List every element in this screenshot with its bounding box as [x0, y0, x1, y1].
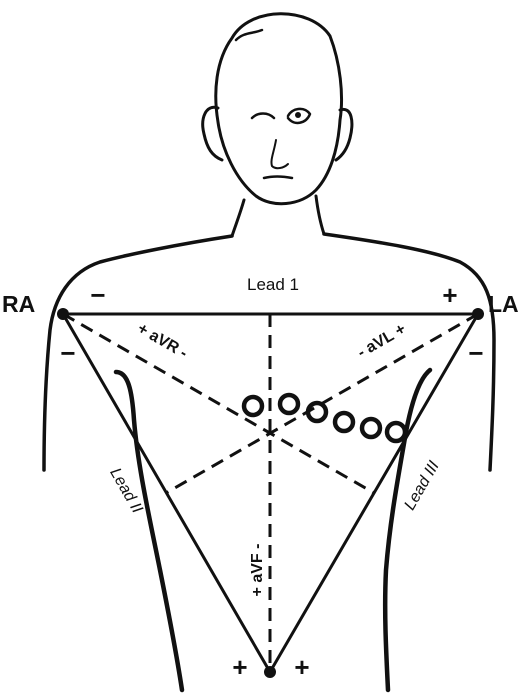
chest-electrode	[308, 403, 326, 421]
ll-electrode-dot	[264, 666, 276, 678]
right-torso	[385, 370, 430, 690]
hair-line	[236, 30, 262, 40]
mouth	[264, 177, 292, 179]
la-lead1-plus: +	[442, 280, 457, 310]
lead-1-label: Lead 1	[247, 275, 299, 294]
neck-right	[316, 196, 324, 234]
avr-axis-line	[63, 314, 374, 493]
ra-electrode-dot	[57, 308, 69, 320]
chest-electrode	[244, 397, 262, 415]
chest-electrode	[362, 419, 380, 437]
ra-lead2-minus: −	[60, 338, 75, 368]
ll-plus-left: +	[232, 652, 247, 682]
left-torso	[116, 372, 182, 690]
head-outline	[216, 14, 342, 204]
chest-electrode	[335, 413, 353, 431]
la-electrode-dot	[472, 308, 484, 320]
chest-electrode	[280, 395, 298, 413]
avr-label: + aVR -	[134, 320, 190, 362]
chest-electrode	[387, 423, 405, 441]
ra-lead1-minus: −	[90, 280, 105, 310]
avf-label: + aVF -	[249, 544, 266, 597]
neck-left	[232, 200, 244, 236]
left-eye	[252, 114, 274, 119]
la-lead3-minus: −	[468, 338, 483, 368]
lead-3-label: Lead III	[401, 458, 443, 513]
nose	[271, 140, 288, 168]
ra-label: RA	[2, 291, 35, 317]
avl-label: - aVL +	[355, 321, 409, 362]
la-label: LA	[488, 291, 519, 317]
ll-plus-right: +	[294, 652, 309, 682]
